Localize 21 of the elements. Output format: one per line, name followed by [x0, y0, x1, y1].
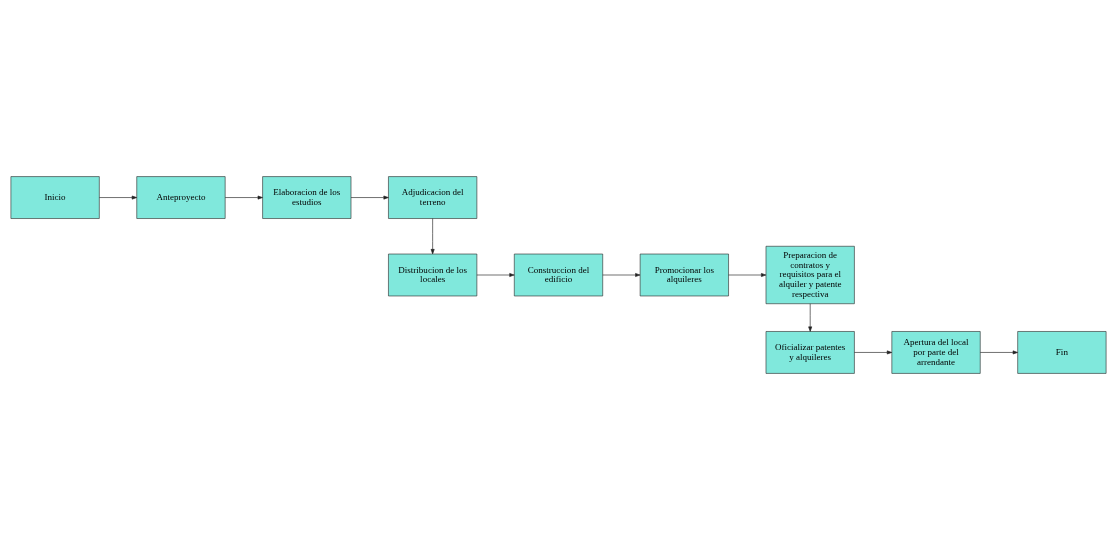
arrow	[224, 195, 263, 199]
node-box: Preparacion de contratos y requisitos para el alquiler y patente respectiva	[765, 245, 855, 304]
arrow	[430, 217, 435, 254]
arrow	[979, 350, 1018, 354]
node-box: Distribucion de los locales	[388, 253, 478, 296]
node-box: Anteproyecto	[136, 175, 226, 219]
node-box: Adjudicacion del terreno	[388, 175, 478, 219]
arrow	[854, 350, 893, 354]
arrow	[350, 195, 389, 199]
node-box: Construccion del edificio	[513, 253, 604, 296]
arrow	[476, 272, 515, 277]
node-box: Apertura del local por parte del arrendante	[891, 330, 981, 374]
arrow	[808, 302, 813, 332]
arrow	[99, 195, 137, 199]
node-box: Fin	[1017, 330, 1107, 374]
node-box: Elaboracion de los estudios	[262, 175, 352, 219]
arrow	[602, 272, 641, 277]
node-box: Oficializar patentes y alquileres	[765, 330, 855, 374]
arrow	[728, 272, 767, 277]
node-box: Promocionar los alquileres	[639, 253, 729, 296]
node-box: Inicio	[10, 175, 100, 219]
